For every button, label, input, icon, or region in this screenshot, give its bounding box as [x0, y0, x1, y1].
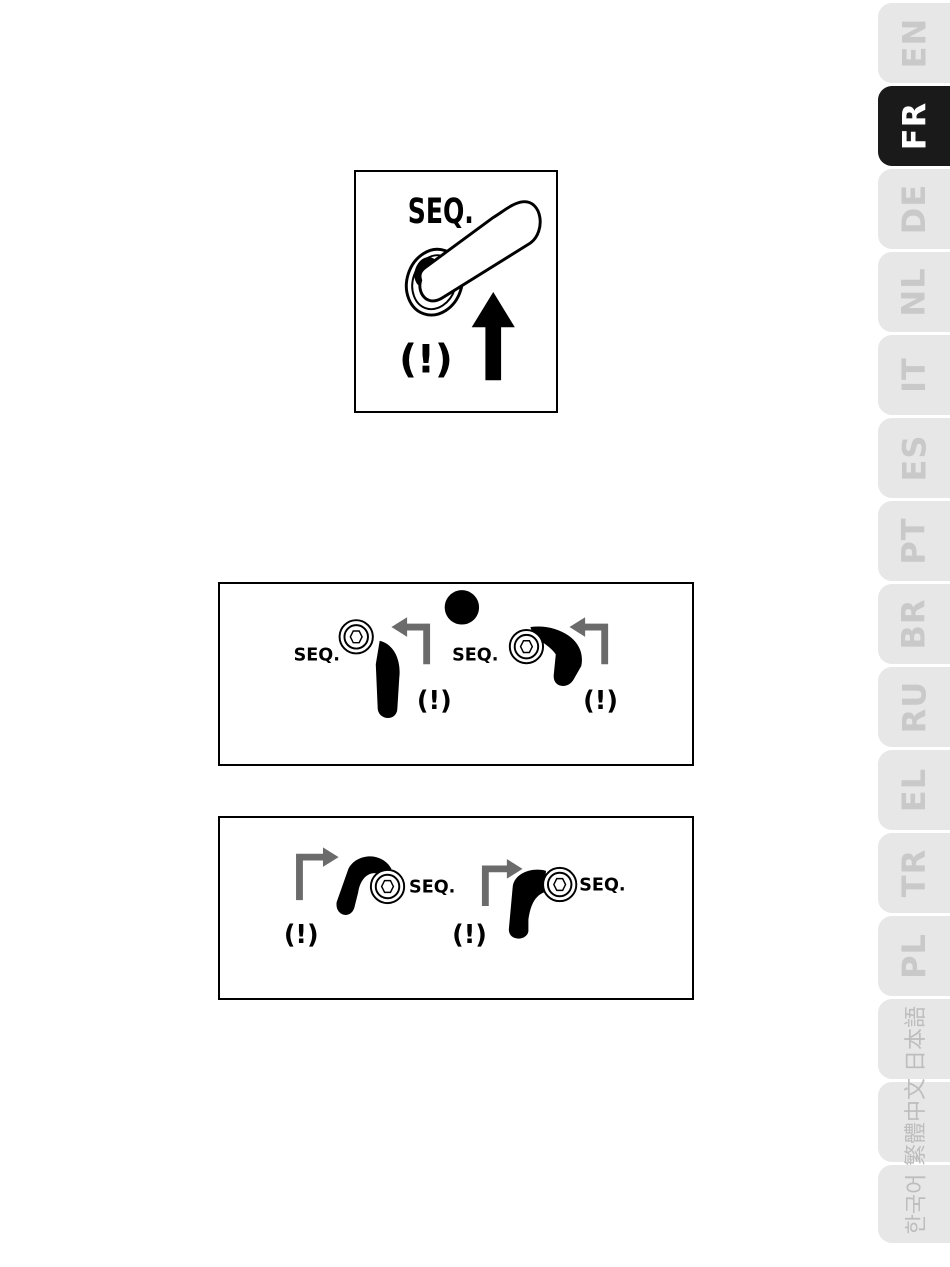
tab-label: BR	[895, 598, 933, 649]
seq-switch-illustration: SEQ. (!)	[356, 172, 556, 411]
tab-zh-hant[interactable]: 繁體中文	[878, 1082, 950, 1162]
tab-label: NL	[895, 267, 933, 316]
tab-en[interactable]: EN	[878, 3, 950, 83]
tab-it[interactable]: IT	[878, 335, 950, 415]
tab-label: PL	[895, 933, 933, 979]
figure-seq-rotate-left: ● SEQ. (!) SEQ. (!)	[218, 582, 694, 766]
seq-label-right: SEQ.	[579, 875, 625, 895]
lever-right	[509, 870, 546, 939]
arrow-up-icon	[472, 292, 515, 380]
arrow-left-icon	[583, 627, 605, 664]
tab-br[interactable]: BR	[878, 584, 950, 664]
arrow-right-icon	[299, 857, 324, 900]
tab-label: PT	[895, 517, 933, 564]
tab-ru[interactable]: RU	[878, 667, 950, 747]
warning-symbol-left: (!)	[417, 685, 452, 715]
seq-label-right: SEQ.	[452, 645, 498, 665]
tab-de[interactable]: DE	[878, 169, 950, 249]
bullet-point: ●	[442, 584, 481, 630]
tab-label: RU	[895, 681, 933, 734]
arrow-right-icon	[485, 869, 508, 906]
tab-label: DE	[895, 184, 933, 234]
seq-label: SEQ.	[408, 192, 474, 232]
tab-label: FR	[895, 102, 933, 151]
seq-rotate-left-illustration: ● SEQ. (!) SEQ. (!)	[220, 584, 692, 764]
lever-left	[376, 641, 400, 718]
figure-seq-rotate-right: SEQ. (!) SEQ. (!)	[218, 816, 694, 1000]
tab-label: TR	[895, 849, 933, 897]
tab-el[interactable]: EL	[878, 750, 950, 830]
tab-nl[interactable]: NL	[878, 252, 950, 332]
tab-label: IT	[895, 357, 933, 393]
seq-label-left: SEQ.	[409, 877, 455, 897]
tab-label: EN	[895, 18, 933, 69]
figure-seq-mode-switch: SEQ. (!)	[354, 170, 558, 413]
tab-label: 한국어	[898, 1174, 930, 1235]
tab-label: 繁體中文	[898, 1078, 930, 1166]
tab-tr[interactable]: TR	[878, 833, 950, 913]
tab-label: 日本語	[898, 1006, 930, 1072]
tab-label: ES	[895, 435, 933, 482]
tab-ja[interactable]: 日本語	[878, 999, 950, 1079]
tab-pt[interactable]: PT	[878, 501, 950, 581]
seq-label-left: SEQ.	[294, 645, 340, 665]
tab-pl[interactable]: PL	[878, 916, 950, 996]
warning-symbol: (!)	[399, 337, 453, 382]
tab-label: EL	[895, 768, 933, 812]
arrow-left-icon	[405, 627, 427, 664]
seq-rotate-right-illustration: SEQ. (!) SEQ. (!)	[220, 818, 692, 998]
tab-ko[interactable]: 한국어	[878, 1165, 950, 1243]
warning-symbol-right: (!)	[452, 919, 487, 949]
warning-symbol-left: (!)	[284, 919, 319, 949]
tab-fr[interactable]: FR	[878, 86, 950, 166]
warning-symbol-right: (!)	[583, 685, 618, 715]
tab-es[interactable]: ES	[878, 418, 950, 498]
